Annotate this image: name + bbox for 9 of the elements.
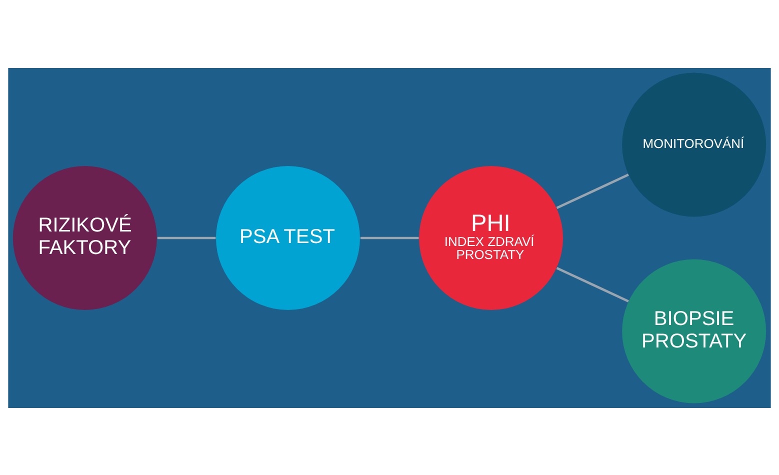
connector [360, 236, 419, 239]
connector [157, 236, 216, 239]
connector [556, 266, 629, 302]
node-circle: MONITOROVÁNÍ [622, 72, 766, 216]
node-circle: PHI INDEX ZDRAVÍ PROSTATY [419, 165, 564, 310]
connector [556, 173, 629, 209]
node-circle: RIZIKOVÉ FAKTORY [12, 165, 157, 310]
node-circle: PSA TEST [216, 165, 360, 310]
node-circle: BIOPSIE PROSTATY [622, 258, 766, 403]
